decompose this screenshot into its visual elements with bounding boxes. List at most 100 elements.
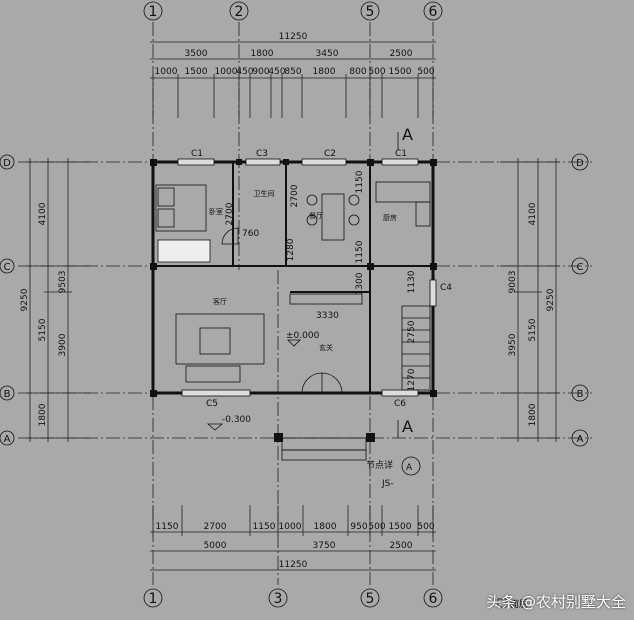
dim-label: 3500 (185, 49, 208, 59)
dim-label: 760 (242, 229, 259, 239)
dim-label: 1500 (185, 67, 208, 77)
axis-bubble (0, 154, 15, 170)
dim-ticks-bottom (152, 505, 434, 536)
dim-label: 1150 (156, 522, 179, 532)
dim-label: 2700 (225, 202, 235, 225)
dim-label: 9250 (546, 288, 556, 311)
dim-label: 1000 (155, 67, 178, 77)
dim-label: 1150 (253, 522, 276, 532)
axis-label: A (577, 434, 584, 445)
wardrobe (157, 239, 211, 263)
window-label: C5 (206, 399, 218, 409)
outdoor-level-mark (206, 423, 224, 431)
window-c1-bedroom (177, 158, 215, 166)
section-label-bottom: A (402, 417, 413, 436)
dim-label: 5150 (528, 318, 538, 341)
dim-label: 1800 (38, 403, 48, 426)
tv-cabinet (185, 365, 241, 383)
dim-label: 1000 (279, 522, 302, 532)
dim-label: 11250 (279, 32, 308, 42)
pillow (157, 208, 175, 228)
window-c6 (381, 389, 419, 397)
dim-label: 1150 (355, 170, 365, 193)
axis-bubble (423, 588, 443, 608)
coffee-table (199, 327, 231, 355)
dim-label: 900 (252, 67, 269, 77)
window-label: C4 (440, 283, 452, 293)
window-label: C1 (395, 149, 407, 159)
kitchen-counter (375, 181, 431, 203)
dim-label: 950 (350, 522, 367, 532)
dim-label: 2750 (407, 320, 417, 343)
floor-level: ±0.000 (286, 331, 320, 341)
dim-label: 5150 (38, 318, 48, 341)
axis-label: D (576, 158, 584, 169)
dining-table (321, 193, 345, 241)
dim-label: 3450 (316, 49, 339, 59)
dim-label: 1150 (355, 240, 365, 263)
chair (348, 194, 360, 206)
axis-label: 2 (235, 4, 244, 20)
chair (348, 214, 360, 226)
dim-label: 11250 (279, 560, 308, 570)
dim-label: 1130 (407, 270, 417, 293)
axis-bubble (143, 588, 163, 608)
axis-label: 1 (149, 591, 158, 607)
window-label: C6 (394, 399, 406, 409)
detail-ref: A (406, 463, 413, 473)
dim-label: 1800 (313, 67, 336, 77)
axis-bubble (360, 1, 380, 21)
window-label: C2 (324, 149, 336, 159)
dim-label: 2700 (290, 184, 300, 207)
axis-label: C (577, 262, 584, 273)
chair (306, 214, 318, 226)
detail-sub: JS- (381, 479, 394, 489)
room-label-dining: 餐厅 (309, 211, 323, 220)
dim-label: 1500 (389, 522, 412, 532)
axis-bubble (0, 258, 15, 274)
legend-swatch (497, 598, 507, 608)
sofa-set (175, 313, 265, 365)
axis-label: 5 (366, 591, 375, 607)
dim-ticks-right (500, 161, 560, 439)
dim-label: 1000 (215, 67, 238, 77)
section-label-top: A (402, 125, 413, 144)
stairs (401, 305, 431, 391)
entrance-steps (281, 437, 367, 461)
dim-label: 9503 (58, 271, 68, 294)
dim-label: 4100 (528, 202, 538, 225)
chair (306, 194, 318, 206)
axis-bubble (571, 429, 589, 447)
dim-label: 1270 (407, 368, 417, 391)
dim-label: 800 (349, 67, 366, 77)
dim-label: 3950 (508, 333, 518, 356)
axis-label: A (4, 434, 11, 445)
dim-label: 5000 (204, 541, 227, 551)
room-label-kitchen: 厨房 (383, 213, 397, 222)
axis-bubble (268, 588, 288, 608)
dim-label: 3330 (316, 311, 339, 321)
axis-bubble (143, 1, 163, 21)
axis-label: C (4, 262, 11, 273)
axis-label: 6 (429, 591, 438, 607)
axis-label: 6 (429, 4, 438, 20)
window-c1-kitchen (381, 158, 419, 166)
columns (150, 159, 437, 442)
dim-label: 9250 (20, 288, 30, 311)
axis-label: 5 (366, 4, 375, 20)
axis-bubble (571, 257, 589, 275)
window-c3 (245, 158, 281, 166)
axis-label: D (3, 158, 11, 169)
room-label-bedroom: 卧室 (209, 207, 223, 216)
dim-label: 1280 (286, 238, 296, 261)
watermark: 头条 @农村别墅大全 (486, 593, 626, 611)
dim-label: 2500 (390, 49, 413, 59)
axis-bubble (0, 430, 15, 446)
outdoor-level: -0.300 (222, 415, 251, 425)
shoe-cabinet (289, 293, 363, 305)
dim-label: 1800 (314, 522, 337, 532)
window-label: C3 (256, 149, 268, 159)
dim-label: 2500 (390, 541, 413, 551)
